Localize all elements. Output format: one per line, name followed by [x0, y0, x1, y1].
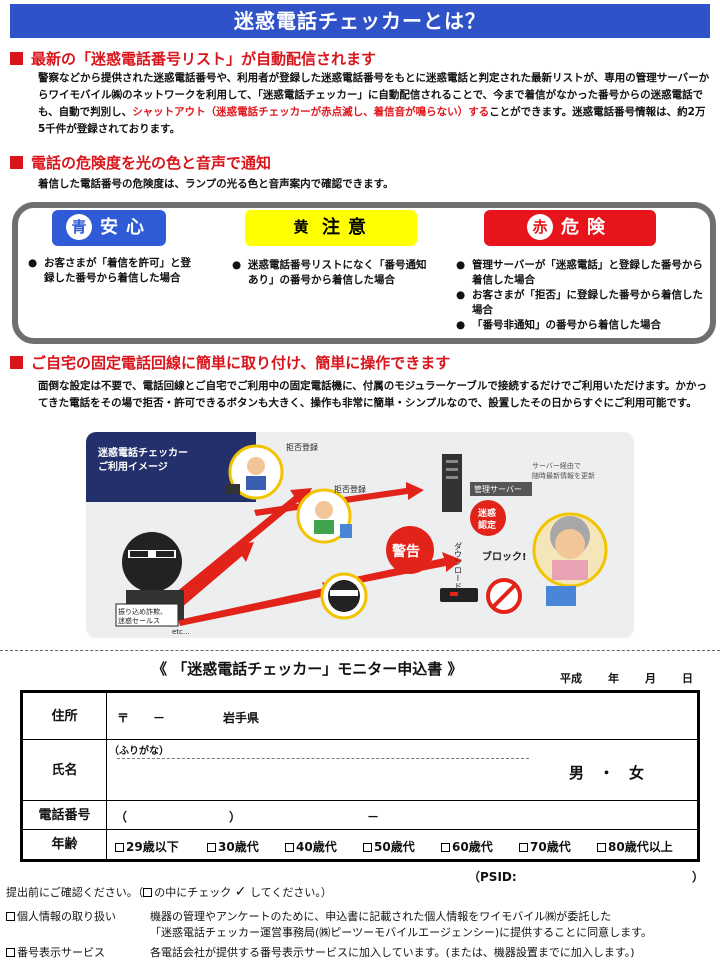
- safe-bullets: お客さまが「着信を許可」と登録した番号から着信した場合: [28, 256, 200, 286]
- cut-line: [0, 650, 720, 651]
- section-heading-easy-install: ご自宅の固定電話回線に簡単に取り付け、簡単に操作できます: [10, 352, 450, 373]
- application-date: 平成年月日: [560, 672, 693, 685]
- section-text-auto-list: 警察などから提供された迷惑電話番号や、利用者が登録した迷惑電話番号をもとに迷惑電…: [38, 72, 710, 135]
- danger-level-frame: [12, 202, 716, 344]
- illus-panel-title-1: 迷惑電話チェッカー: [97, 446, 188, 459]
- shutout-highlight: シャットアウト（迷惑電話チェッカーが赤点滅し、着信音が鳴らない）する: [132, 106, 490, 118]
- illus-reject-label-1: 拒否登録: [286, 442, 318, 452]
- lamp-color-yellow: 黄: [293, 218, 309, 236]
- caution-bullets: 迷惑電話番号リストになく「番号通知あり」の番号から着信した場合: [232, 258, 428, 288]
- checkbox-icon: [6, 912, 15, 921]
- age-option-60s[interactable]: 60歳代: [441, 838, 493, 855]
- age-option-80plus[interactable]: 80歳代以上: [597, 838, 673, 855]
- check-mark-icon: ✓: [234, 884, 247, 900]
- illus-block: ブロック!: [482, 550, 527, 563]
- list-item: お客さまが「着信を許可」と登録した番号から着信した場合: [28, 256, 200, 286]
- checkbox-icon: [115, 843, 124, 852]
- furigana-label: （ふりがな）: [109, 746, 169, 757]
- illus-reject-label-2: 拒否登録: [334, 484, 366, 494]
- privacy-text-2: 「迷惑電話チェッカー運営事務局(㈱ピーツーモバイルエージェンシー)に提供すること…: [150, 926, 653, 939]
- phone-field[interactable]: [127, 804, 627, 826]
- checkbox-icon: [143, 888, 153, 897]
- age-option-50s[interactable]: 50歳代: [363, 838, 415, 855]
- address-label: 住所: [23, 693, 107, 739]
- checkbox-icon: [441, 843, 450, 852]
- application-form: 住所 〒 － 岩手県 氏名 （ふりがな） 男 ・ 女 電話番号 （ ） － 年齢…: [20, 690, 700, 862]
- age-option-40s[interactable]: 40歳代: [285, 838, 337, 855]
- badge-safe: 青安心: [52, 210, 166, 246]
- lamp-color-blue: 青: [66, 214, 92, 240]
- square-bullet-icon: [10, 356, 23, 369]
- phone-label: 電話番号: [23, 801, 107, 829]
- psid-label: （PSID:: [468, 870, 517, 884]
- illus-panel-title-2: ご利用イメージ: [98, 460, 168, 473]
- psid-close: ）: [692, 870, 705, 884]
- square-bullet-icon: [10, 156, 23, 169]
- illus-server-label: 管理サーバー: [474, 484, 522, 494]
- row-phone: 電話番号 （ ） －: [23, 801, 697, 830]
- phone-dash: －: [367, 810, 380, 824]
- furigana-divider: [117, 758, 529, 759]
- square-bullet-icon: [10, 52, 23, 65]
- illus-stamp-1: 迷惑: [477, 507, 496, 519]
- badge-danger: 赤危険: [484, 210, 656, 246]
- privacy-text-1: 機器の管理やアンケートのために、申込書に記載された個人情報をワイモバイル㈱が委託…: [150, 910, 612, 923]
- caller-id-text: 各電話会社が提供する番号表示サービスに加入しています。(または、機器設置までに加…: [150, 946, 635, 959]
- name-field[interactable]: [117, 762, 529, 798]
- privacy-consent-checkbox[interactable]: 個人情報の取り扱い: [6, 908, 116, 924]
- danger-bullets: 管理サーバーが「迷惑電話」と登録した番号から着信した場合 お客さまが「拒否」に登…: [456, 258, 706, 333]
- checkbox-icon: [597, 843, 606, 852]
- usage-illustration: 迷惑電話チェッカー ご利用イメージ 拒否登録 拒否登録 管理サーバー サーバー経…: [86, 432, 634, 638]
- illus-warning: 警告: [392, 543, 420, 560]
- address-field[interactable]: 岩手県: [223, 711, 260, 725]
- illus-caller-2: 迷惑セールス: [118, 616, 160, 625]
- badge-caution: 黄注意: [245, 210, 417, 246]
- age-option-29[interactable]: 29歳以下: [115, 838, 179, 855]
- illus-server-note-2: 随時最新情報を更新: [532, 471, 595, 480]
- confirm-instruction: 提出前にご確認ください。（の中にチェック ✓ してください。）: [6, 884, 332, 900]
- section-heading-auto-list: 最新の「迷惑電話番号リスト」が自動配信されます: [10, 48, 376, 69]
- section-heading-danger-level: 電話の危険度を光の色と音声で通知: [10, 152, 271, 173]
- illus-stamp-2: 認定: [478, 519, 497, 531]
- form-title: 《 「迷惑電話チェッカー」モニター申込書 》: [152, 660, 463, 678]
- illus-caller-1: 振り込め詐欺、: [118, 607, 167, 616]
- caller-id-checkbox[interactable]: 番号表示サービス: [6, 944, 105, 960]
- age-label: 年齢: [23, 830, 107, 859]
- section-text-danger-level: 着信した電話番号の危険度は、ランプの光る色と音声案内で確認できます。: [38, 178, 394, 190]
- row-name: 氏名 （ふりがな） 男 ・ 女: [23, 740, 697, 801]
- checkbox-icon: [519, 843, 528, 852]
- checkbox-icon: [6, 948, 15, 957]
- phone-area-open: （: [115, 810, 128, 824]
- section-text-easy-install: 面倒な設定は不要で、電話回線とご自宅でご利用中の固定電話機に、付属のモジュラーケ…: [38, 380, 707, 409]
- name-label: 氏名: [23, 740, 107, 800]
- psid-field[interactable]: [540, 866, 690, 884]
- age-option-70s[interactable]: 70歳代: [519, 838, 571, 855]
- illus-server-note-1: サーバー経由で: [532, 461, 581, 470]
- list-item: お客さまが「拒否」に登録した番号から着信した場合: [456, 288, 706, 318]
- phone-area-close: ）: [229, 810, 242, 824]
- list-item: 迷惑電話番号リストになく「番号通知あり」の番号から着信した場合: [232, 258, 428, 288]
- illus-etc: etc…: [172, 628, 190, 636]
- page-title: 迷惑電話チェッカーとは？: [10, 4, 710, 38]
- list-item: 「番号非通知」の番号から着信した場合: [456, 318, 706, 333]
- lamp-color-red: 赤: [527, 214, 553, 240]
- checkbox-icon: [285, 843, 294, 852]
- age-option-30s[interactable]: 30歳代: [207, 838, 259, 855]
- checkbox-icon: [207, 843, 216, 852]
- checkbox-icon: [363, 843, 372, 852]
- row-age: 年齢 29歳以下 30歳代 40歳代 50歳代 60歳代 70歳代 80歳代以上: [23, 830, 697, 859]
- postal-field[interactable]: 〒 －: [117, 711, 166, 725]
- gender-select[interactable]: 男 ・ 女: [569, 764, 645, 782]
- row-address: 住所 〒 － 岩手県: [23, 693, 697, 740]
- illus-download-label: ダウンロード: [454, 541, 463, 590]
- list-item: 管理サーバーが「迷惑電話」と登録した番号から着信した場合: [456, 258, 706, 288]
